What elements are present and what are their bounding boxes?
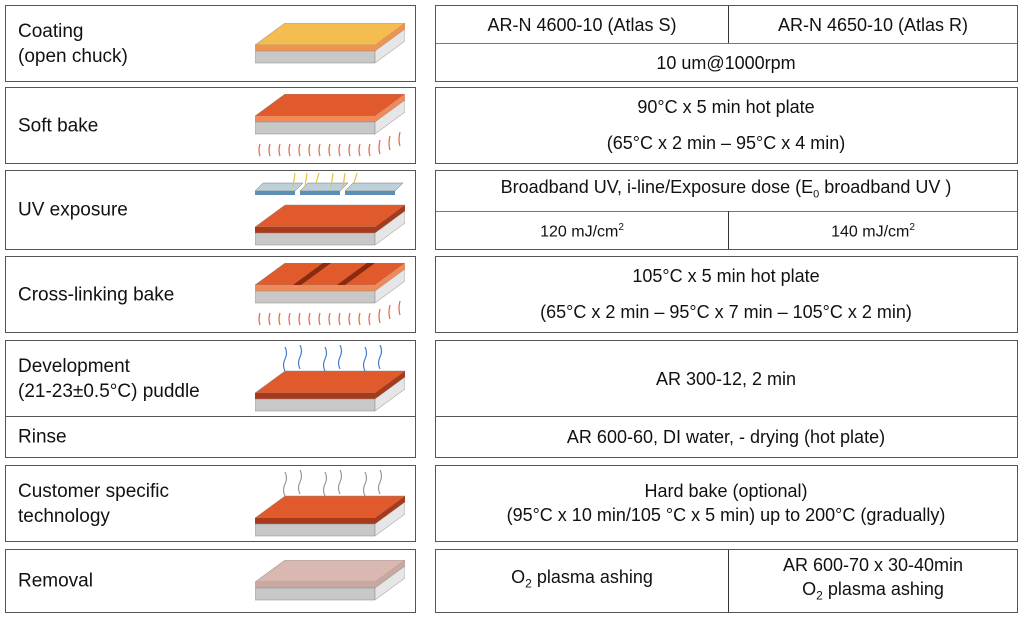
step-label: Removal: [18, 570, 93, 592]
uv-exposure-mask-icon: [255, 173, 405, 246]
step-rinse: Rinse: [5, 416, 416, 458]
cross-linking-heat-icon: [255, 262, 405, 326]
step-label: Coating: [18, 20, 84, 42]
stripped-wafer-icon: [255, 560, 405, 601]
step-coating: Coating (open chuck): [5, 5, 416, 82]
development-details: AR 300-12, 2 min: [435, 340, 1018, 418]
step-label: Development: [18, 356, 130, 377]
soft-bake-main: 90°C x 5 min hot plate: [637, 97, 815, 117]
coated-wafer-icon: [255, 22, 405, 63]
hard-bake-steps: (95°C x 10 min/105 °C x 5 min) up to 200…: [506, 505, 946, 525]
hard-bake-main: Hard bake (optional): [644, 481, 808, 501]
developer-text: AR 300-12, 2 min: [655, 368, 797, 389]
step-removal: Removal: [5, 549, 416, 613]
rinse-details: AR 600-60, DI water, - drying (hot plate…: [435, 416, 1018, 458]
step-label: Soft bake: [18, 115, 99, 136]
uv-header: Broadband UV, i-line/Exposure dose (E0 b…: [500, 177, 952, 201]
uv-details: Broadband UV, i-line/Exposure dose (E0 b…: [435, 170, 1018, 250]
rinse-text: AR 600-60, DI water, - drying (hot plate…: [566, 426, 886, 447]
step-soft-bake: Soft bake: [5, 87, 416, 164]
step-uv-exposure: UV exposure: [5, 170, 416, 250]
soft-bake-details: 90°C x 5 min hot plate (65°C x 2 min – 95…: [435, 87, 1018, 164]
crosslink-main: 105°C x 5 min hot plate: [632, 266, 820, 286]
hard-bake-icon: [255, 469, 405, 536]
dose-atlas-r: 140 mJ/cm2: [831, 221, 915, 241]
resist-atlas-r: AR-N 4650-10 (Atlas R): [777, 14, 969, 35]
soft-bake-heat-icon: [255, 93, 405, 157]
crosslink-steps: (65°C x 2 min – 95°C x 7 min – 105°C x 2…: [540, 302, 912, 322]
resist-atlas-s: AR-N 4600-10 (Atlas S): [487, 14, 677, 35]
step-customer-specific: Customer specific technology: [5, 465, 416, 542]
development-puddle-icon: [255, 345, 405, 412]
step-label: Rinse: [18, 426, 67, 448]
coating-thickness: 10 um@1000rpm: [656, 52, 796, 73]
step-development: Development (21-23±0.5°C) puddle: [5, 340, 416, 418]
coating-details: AR-N 4600-10 (Atlas S) AR-N 4650-10 (Atl…: [435, 5, 1018, 82]
step-label: technology: [18, 505, 110, 527]
removal-atlas-s: O2 plasma ashing: [511, 567, 653, 591]
soft-bake-steps: (65°C x 2 min – 95°C x 4 min): [606, 133, 846, 153]
dose-atlas-s: 120 mJ/cm2: [540, 221, 624, 241]
step-label: (21-23±0.5°C) puddle: [18, 381, 200, 402]
step-cross-linking-bake: Cross-linking bake: [5, 256, 416, 333]
customer-details: Hard bake (optional) (95°C x 10 min/105 °…: [435, 465, 1018, 542]
step-label: (open chuck): [18, 45, 128, 67]
step-label: Customer specific: [18, 480, 169, 502]
step-label: UV exposure: [18, 199, 128, 221]
cross-linking-details: 105°C x 5 min hot plate (65°C x 2 min – 9…: [435, 256, 1018, 333]
step-label: Cross-linking bake: [18, 284, 175, 305]
